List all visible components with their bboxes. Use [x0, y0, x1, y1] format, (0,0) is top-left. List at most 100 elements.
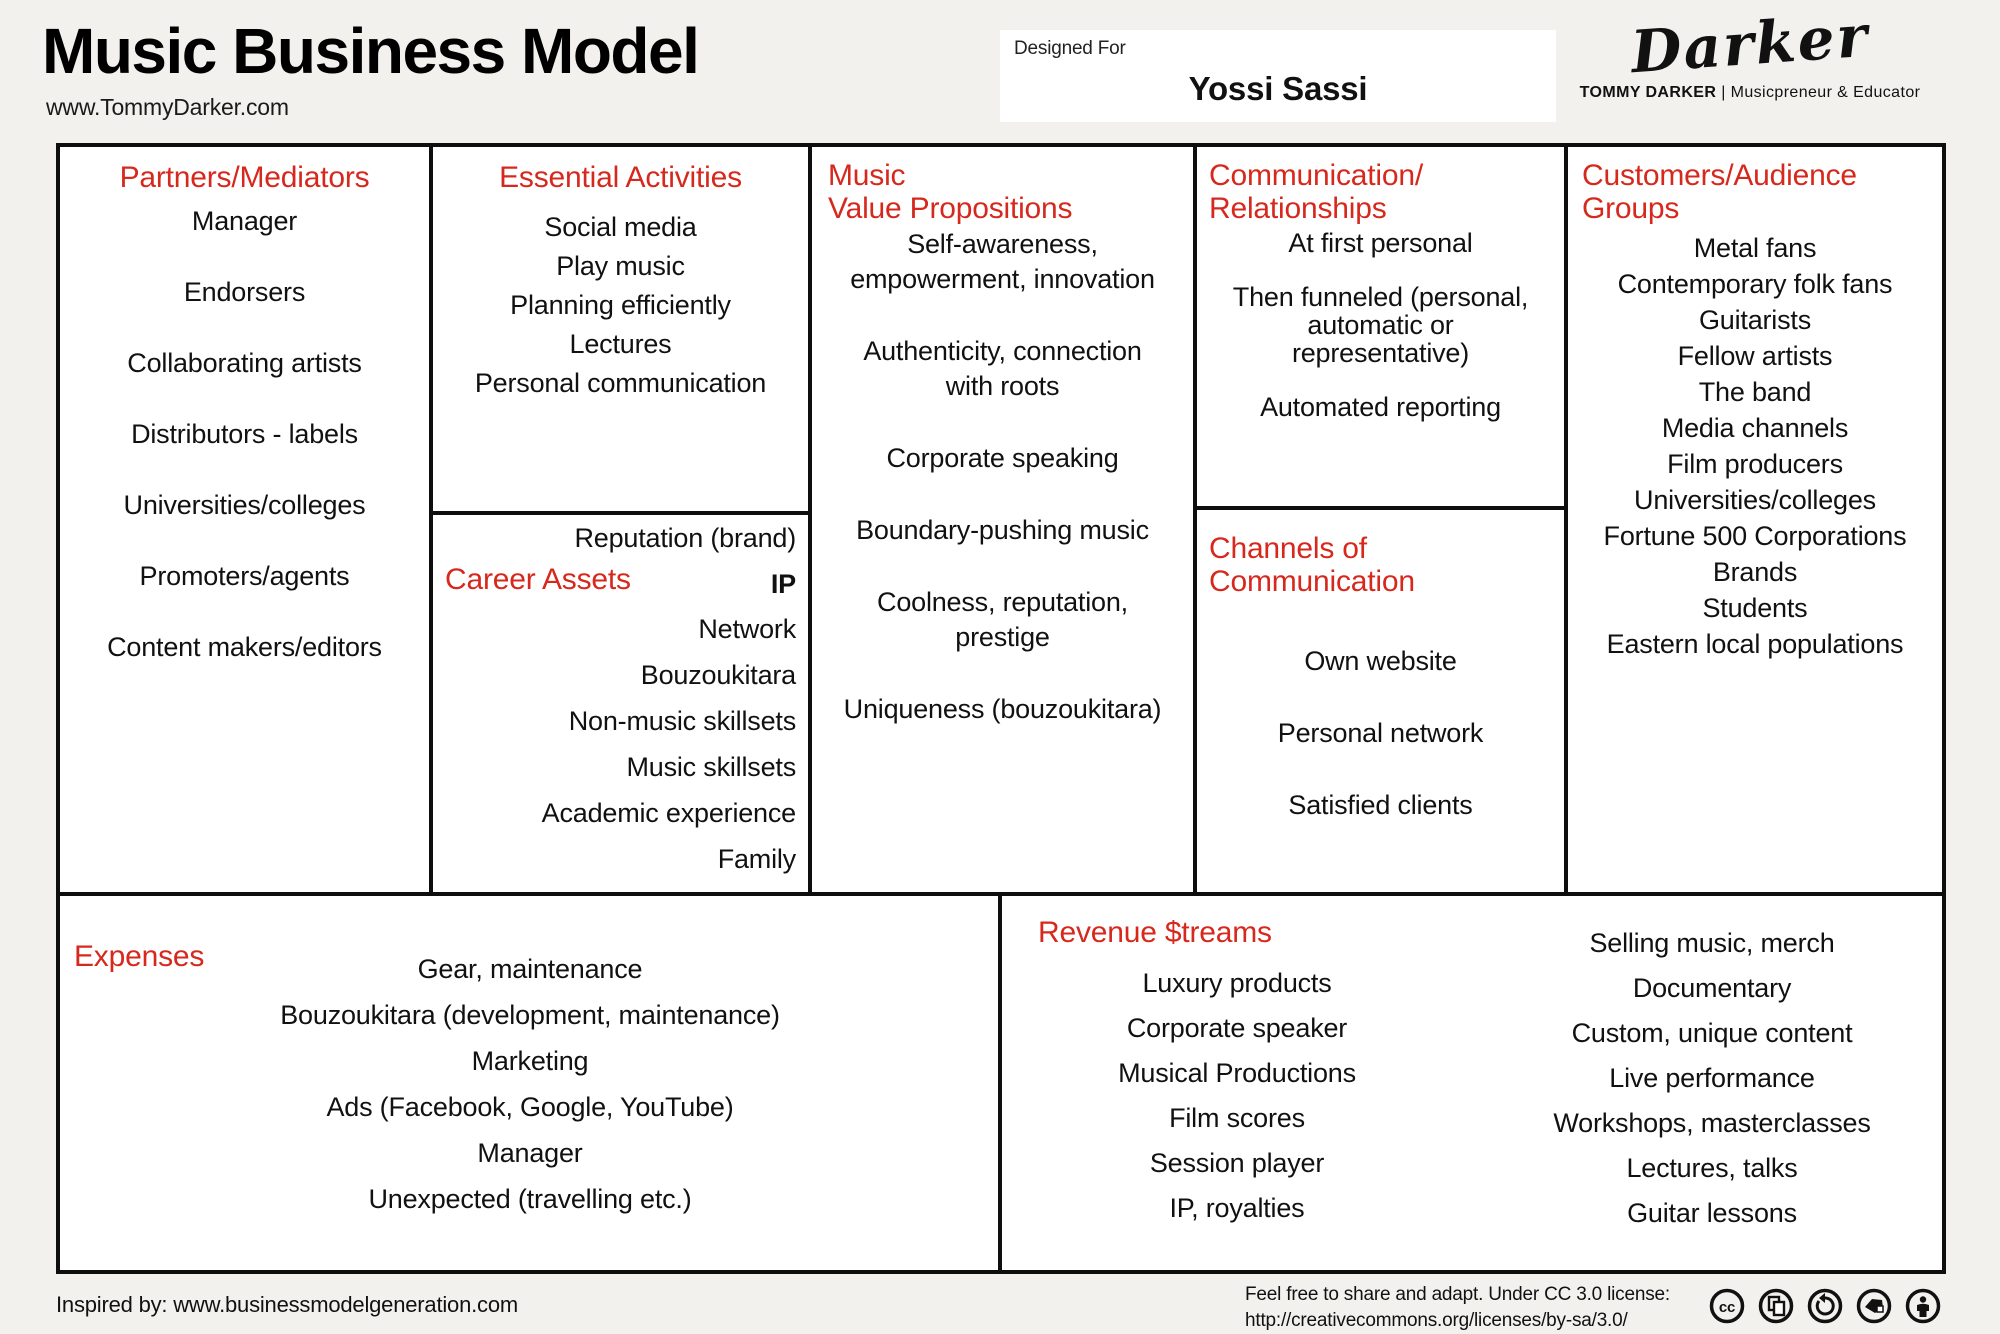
section-title: Customers/Audience: [1582, 159, 1857, 192]
list-item: Then funneled (personal,: [1232, 282, 1529, 312]
divider: [1564, 147, 1568, 892]
list-item: Authenticity, connection: [863, 336, 1142, 366]
list-item: Family: [717, 844, 797, 874]
list-item: Lectures, talks: [1626, 1153, 1798, 1183]
list-item: Promoters/agents: [139, 561, 350, 591]
list-item: Satisfied clients: [1288, 790, 1473, 820]
value-prop-group: Corporate speaking: [886, 441, 1118, 476]
attribution-icon: [1905, 1288, 1941, 1324]
section-title: Essential Activities: [499, 161, 742, 194]
list-item: Eastern local populations: [1606, 629, 1904, 659]
list-item: Contemporary folk fans: [1617, 269, 1893, 299]
list-item: Automated reporting: [1260, 392, 1501, 422]
brand-logo: Darker TOMMY DARKER | Musicpreneur & Edu…: [1570, 2, 1930, 102]
list-item: Personal network: [1277, 718, 1484, 748]
value-prop-group: Coolness, reputation, prestige: [877, 585, 1128, 655]
list-item: Brands: [1712, 557, 1798, 587]
list-item: Social media: [544, 212, 697, 242]
list-item: Universities/colleges: [123, 490, 366, 520]
section-title: Groups: [1582, 192, 1680, 225]
list-item: Network: [698, 614, 796, 644]
inspired-by-text: Inspired by: www.businessmodelgeneration…: [56, 1292, 518, 1317]
list-item: Boundary-pushing music: [856, 515, 1149, 545]
list-item: prestige: [955, 622, 1050, 652]
list-item: Session player: [1149, 1148, 1325, 1178]
list-item: Guitarists: [1698, 305, 1812, 335]
section-title: Relationships: [1209, 192, 1387, 225]
list-item: Universities/colleges: [1634, 485, 1876, 515]
license-text: Feel free to share and adapt. Under CC 3…: [1245, 1282, 1670, 1334]
divider: [1193, 147, 1197, 892]
list-item: Marketing: [471, 1046, 589, 1076]
value-prop-group: Boundary-pushing music: [856, 513, 1149, 548]
list-item: Ads (Facebook, Google, YouTube): [326, 1092, 734, 1122]
list-item: Unexpected (travelling etc.): [368, 1184, 692, 1214]
section-title: Music: [828, 159, 906, 192]
divider: [429, 511, 812, 515]
list-item: Metal fans: [1693, 233, 1817, 263]
list-item: with roots: [945, 371, 1060, 401]
comm-group: At first personal: [1288, 229, 1472, 257]
list-item: Coolness, reputation,: [877, 587, 1128, 617]
list-item: Personal communication: [474, 368, 767, 398]
license-line: Feel free to share and adapt. Under CC 3…: [1245, 1284, 1670, 1305]
list-item: Corporate speaker: [1126, 1013, 1348, 1043]
copy-icon: [1758, 1288, 1794, 1324]
brand-tagline: Musicpreneur & Educator: [1730, 84, 1921, 101]
list-item: Play music: [556, 251, 685, 281]
section-career-assets: Reputation (brand) Career Assets IP Netw…: [433, 515, 808, 892]
list-item: Academic experience: [541, 798, 797, 828]
designed-for-box: Designed For Yossi Sassi: [1000, 30, 1556, 122]
list-item: Self-awareness,: [907, 229, 1098, 259]
brand-separator: |: [1721, 84, 1726, 101]
list-item: Fortune 500 Corporations: [1603, 521, 1907, 551]
list-item: The band: [1698, 377, 1812, 407]
section-expenses: Expenses Gear, maintenance Bouzoukitara …: [60, 896, 998, 1270]
list-item: Planning efficiently: [510, 290, 731, 320]
remix-icon: [1856, 1288, 1892, 1324]
share-alike-icon: [1807, 1288, 1843, 1324]
list-item: automatic or: [1307, 310, 1454, 340]
section-value-propositions: Music Value Propositions Self-awareness,…: [812, 147, 1193, 892]
divider: [429, 147, 433, 892]
list-item: Fellow artists: [1677, 341, 1833, 371]
section-title: Expenses: [74, 940, 205, 973]
divider: [1193, 506, 1568, 510]
section-title: Communication/: [1209, 159, 1423, 192]
section-title: Partners/Mediators: [119, 161, 370, 194]
list-item: Collaborating artists: [127, 348, 362, 378]
value-prop-group: Authenticity, connection with roots: [863, 334, 1142, 404]
list-item: Non-music skillsets: [568, 706, 796, 736]
list-item: Bouzoukitara: [640, 660, 796, 690]
license-line: http://creativecommons.org/licenses/by-s…: [1245, 1310, 1628, 1331]
section-essential-activities: Essential Activities Social media Play m…: [433, 147, 808, 511]
list-item: Selling music, merch: [1589, 928, 1835, 958]
list-item: Endorsers: [183, 277, 306, 307]
list-item: Musical Productions: [1118, 1058, 1356, 1088]
list-item: Own website: [1304, 646, 1457, 676]
cc-icon: cc: [1709, 1288, 1745, 1324]
section-customers: Customers/Audience Groups Metal fans Con…: [1568, 147, 1942, 892]
list-item: empowerment, innovation: [850, 264, 1155, 294]
website-url: www.TommyDarker.com: [46, 94, 289, 120]
list-item: Gear, maintenance: [417, 954, 643, 984]
divider: [808, 147, 812, 892]
designed-for-label: Designed For: [1014, 38, 1126, 59]
brand-logo-script: Darker: [1628, 1, 1872, 87]
list-item: Media channels: [1661, 413, 1849, 443]
list-item: Content makers/editors: [107, 632, 382, 662]
list-item: IP: [770, 569, 796, 599]
list-item: Distributors - labels: [131, 419, 358, 449]
section-title: Revenue $treams: [1038, 916, 1272, 949]
comm-group: Automated reporting: [1260, 393, 1501, 421]
section-title: Communication: [1209, 565, 1415, 598]
list-item: Live performance: [1609, 1063, 1815, 1093]
svg-text:cc: cc: [1719, 1299, 1735, 1316]
list-item: Luxury products: [1142, 968, 1332, 998]
list-item: Manager: [477, 1138, 583, 1168]
brand-name: TOMMY DARKER: [1579, 84, 1717, 101]
list-item: IP, royalties: [1169, 1193, 1305, 1223]
divider: [60, 892, 1942, 896]
list-item: Documentary: [1632, 973, 1792, 1003]
section-communication-relationships: Communication/ Relationships At first pe…: [1197, 147, 1564, 506]
